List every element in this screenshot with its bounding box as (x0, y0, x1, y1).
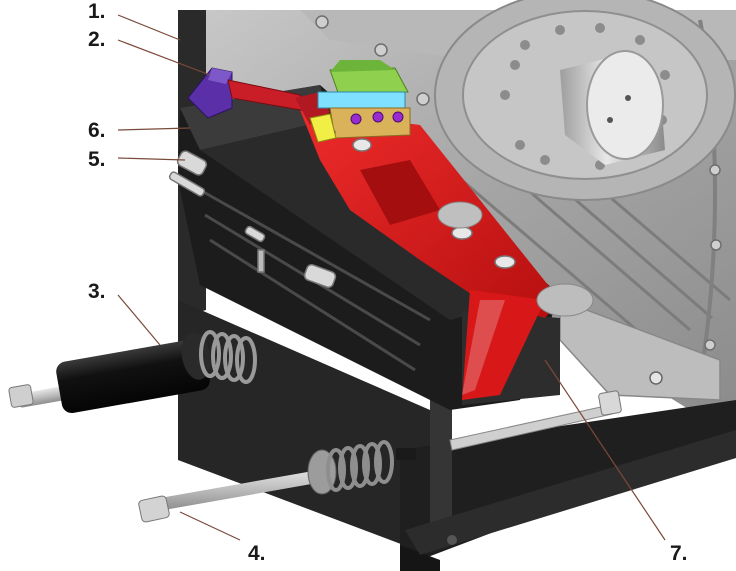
leader-line-2 (117, 39, 211, 76)
red-jaw-plate (300, 110, 594, 400)
callout-labels: 1. 2. 6. 5. 3. 4. 7. (88, 0, 688, 565)
leader-lines (117, 14, 666, 541)
holder-bolts (168, 150, 337, 288)
leader-line-7 (544, 359, 666, 541)
callout-label-2: 2. (88, 28, 106, 51)
callout-label-4: 4. (248, 542, 266, 565)
tension-rod (138, 390, 622, 523)
callout-label-1: 1. (88, 0, 106, 23)
leader-line-4 (179, 511, 241, 541)
callout-label-6: 6. (88, 119, 106, 142)
leader-line-3 (117, 294, 161, 346)
lever-assembly (187, 60, 411, 143)
shaft-flange (434, 0, 736, 401)
leader-line-6 (117, 127, 191, 131)
leader-line-5 (117, 157, 186, 161)
pneumatic-cylinder (8, 330, 257, 414)
callout-label-5: 5. (88, 148, 106, 171)
callout-label-3: 3. (88, 280, 106, 303)
leader-line-1 (117, 14, 181, 41)
callout-label-7: 7. (670, 542, 688, 565)
